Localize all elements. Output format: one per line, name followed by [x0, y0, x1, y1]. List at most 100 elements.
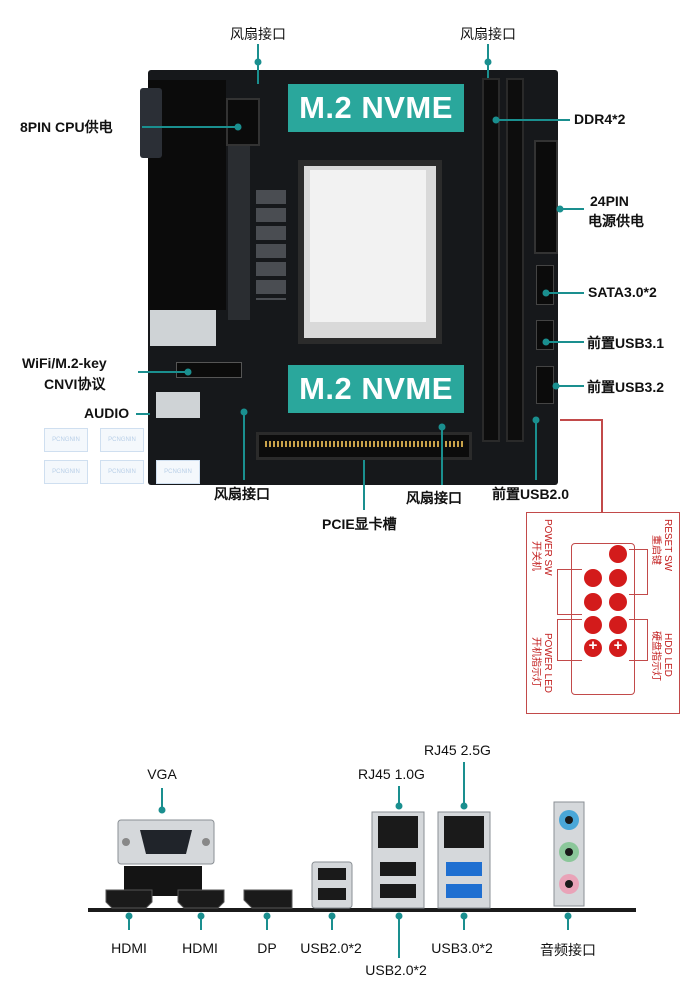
label-usb30: USB3.0*2	[431, 940, 493, 956]
leader-line	[487, 44, 489, 78]
leader-line	[558, 208, 584, 210]
cpu-power-connector	[226, 98, 260, 146]
cpu-socket-inner	[310, 170, 426, 322]
watermark: PCNGNIN	[44, 428, 88, 452]
leader-dot	[438, 423, 446, 431]
leader-dot	[395, 802, 403, 810]
label-reset-sw-cn: 重启键	[650, 535, 661, 565]
sata-ports	[536, 265, 554, 305]
leader-dot	[564, 912, 572, 920]
leader-line	[128, 916, 130, 930]
leader-line	[136, 413, 150, 415]
label-atx-power-2: 电源供电	[588, 213, 644, 229]
pin	[584, 616, 602, 634]
pin-positive	[584, 637, 602, 657]
label-fan-top-left: 风扇接口	[230, 26, 286, 42]
leader-line	[398, 786, 400, 806]
leader-line	[556, 385, 584, 387]
label-hdd-led-cn: 硬盘指示灯	[650, 631, 661, 681]
pin	[609, 616, 627, 634]
leader-dot	[552, 382, 560, 390]
label-atx-power-1: 24PIN	[590, 193, 629, 209]
leader-line	[463, 762, 465, 806]
label-hdd-led: HDD LED	[662, 633, 673, 677]
rj45-port-icon	[437, 811, 491, 909]
leader-dot	[532, 416, 540, 424]
dimm-slot-1	[482, 78, 500, 442]
m2-slot-top: M.2 NVME	[288, 84, 464, 132]
leader-line	[363, 460, 365, 510]
m2-slot-bottom: M.2 NVME	[288, 365, 464, 413]
label-power-sw: POWER SW	[542, 519, 553, 576]
bracket-power-led	[557, 619, 582, 661]
rj45-port-icon	[371, 811, 425, 909]
usb-port-icon	[311, 861, 353, 909]
leader-line	[601, 419, 603, 512]
watermark: PCNGNIN	[156, 460, 200, 484]
leader-dot	[234, 123, 242, 131]
leader-line	[138, 371, 188, 373]
leader-line	[161, 788, 163, 812]
label-power-sw-cn: 开关机	[530, 541, 541, 571]
heatsink	[228, 110, 250, 320]
leader-line	[398, 916, 400, 958]
vga-port-top	[140, 88, 162, 158]
motherboard-image: M.2 NVME M.2 NVME	[140, 70, 558, 485]
label-sata: SATA3.0*2	[588, 284, 657, 300]
leader-dot	[158, 806, 166, 814]
label-usb20-a: USB2.0*2	[300, 940, 362, 956]
leader-dot	[556, 205, 564, 213]
label-usb20-front: 前置USB2.0	[492, 486, 570, 502]
leader-dot	[184, 368, 192, 376]
label-fan-top-right: 风扇接口	[460, 26, 516, 42]
vrm-chokes	[256, 190, 286, 300]
leader-dot	[542, 289, 550, 297]
label-usb32: 前置USB3.2	[587, 379, 665, 395]
leader-line	[200, 916, 202, 930]
audio-jack-icon	[553, 801, 585, 907]
pin-positive	[609, 637, 627, 657]
label-rj45-1: RJ45 1.0G	[358, 766, 425, 782]
label-dp: DP	[257, 940, 277, 956]
leader-line	[560, 419, 602, 421]
leader-line	[142, 126, 238, 128]
leader-dot	[492, 116, 500, 124]
front-panel-diagram: POWER SW 开关机 POWER LED 开机指示灯 RESET SW 重启…	[526, 512, 680, 714]
usb32-header	[536, 366, 554, 404]
leader-line	[535, 420, 537, 480]
bracket-power-sw	[557, 569, 582, 615]
atx-power-connector	[534, 140, 558, 254]
leader-dot	[542, 338, 550, 346]
leader-dot	[240, 408, 248, 416]
leader-dot	[460, 802, 468, 810]
label-cpu-power: 8PIN CPU供电	[20, 119, 113, 135]
label-hdmi-1: HDMI	[111, 940, 147, 956]
pcie-slot	[256, 432, 472, 460]
hdmi-port-icon	[105, 889, 153, 909]
label-usb20-b: USB2.0*2	[365, 962, 427, 978]
pin	[584, 569, 602, 587]
leader-line	[243, 412, 245, 480]
usb31-header	[536, 320, 554, 350]
label-power-led: POWER LED	[542, 633, 553, 694]
label-usb31: 前置USB3.1	[587, 335, 665, 351]
label-audio-io: 音频接口	[540, 942, 596, 958]
leader-line	[496, 119, 570, 121]
leader-line	[257, 44, 259, 84]
label-power-led-cn: 开机指示灯	[530, 637, 541, 687]
leader-dot	[395, 912, 403, 920]
label-wifi-1: WiFi/M.2-key	[22, 355, 107, 371]
leader-line	[567, 916, 569, 930]
pin	[609, 569, 627, 587]
vga-port-icon	[117, 819, 215, 865]
label-ddr4: DDR4*2	[574, 111, 626, 127]
dimm-slot-2	[506, 78, 524, 442]
io-baseline	[88, 908, 636, 912]
leader-line	[546, 341, 584, 343]
label-fan-bottom-left: 风扇接口	[214, 486, 270, 502]
label-rj45-2: RJ45 2.5G	[424, 742, 491, 758]
usb-stack-side	[150, 310, 216, 346]
audio-block	[156, 392, 200, 418]
label-fan-bottom-right: 风扇接口	[406, 490, 462, 506]
label-vga: VGA	[147, 766, 177, 782]
